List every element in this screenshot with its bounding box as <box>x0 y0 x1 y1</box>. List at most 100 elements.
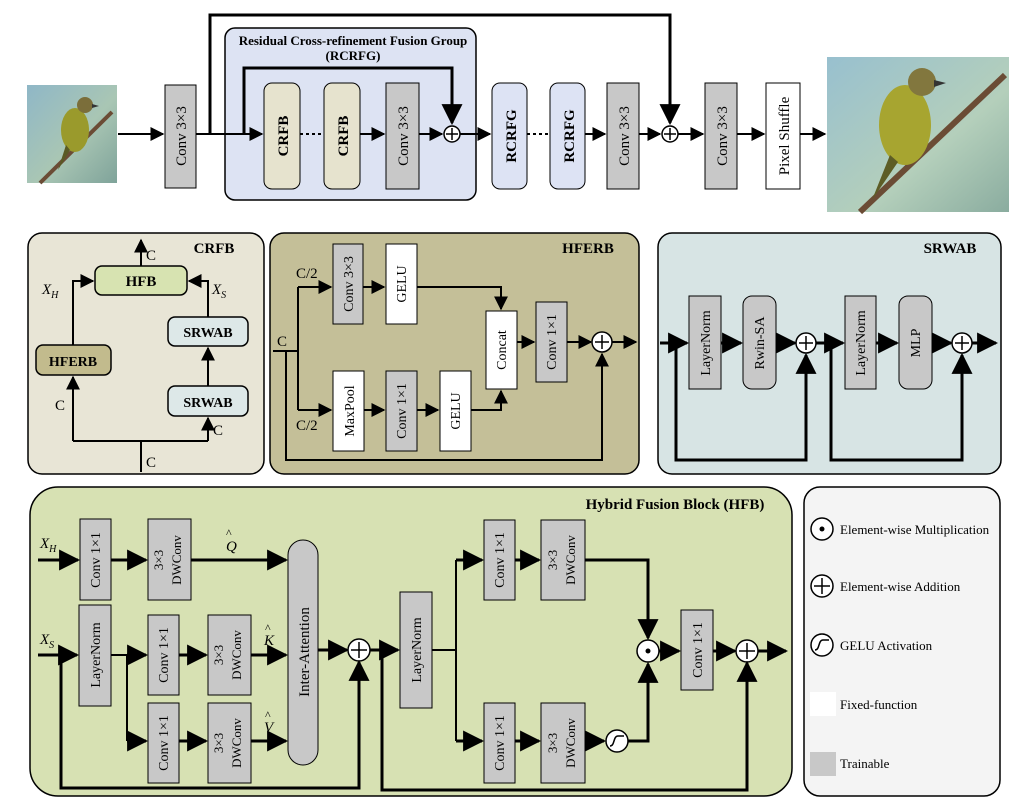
hferb-concat-label: Concat <box>495 330 510 370</box>
legend-trainable-swatch <box>810 752 836 776</box>
hferb-c-label: C <box>277 334 287 350</box>
hferb-gelu-top <box>385 243 418 325</box>
hfb-inter-attention-label: Inter-Attention <box>297 607 313 697</box>
hferb-gelu-bottom <box>439 370 472 452</box>
hfb-v-label: V <box>264 720 275 736</box>
hferb-conv3x3-label: Conv 3×3 <box>342 256 357 312</box>
hferb-title: HFERB <box>562 241 614 257</box>
hfb-dwconv-q-bottom: DWConv <box>169 535 184 585</box>
crfb-xh-label: XH <box>41 282 59 301</box>
crfb-c-right: C <box>213 423 223 439</box>
hferb-conv3x3 <box>332 243 364 325</box>
top-conv3x3-3 <box>704 82 738 190</box>
hfb-add-op-2 <box>735 639 759 663</box>
hfb-ffn-conv1x1-out <box>680 609 714 691</box>
hfb-dwconv-v-top: 3×3 <box>211 733 226 753</box>
srwab-title: SRWAB <box>924 241 977 257</box>
top-conv3x3-1-label: Conv 3×3 <box>174 106 190 166</box>
hfb-conv1x1-k-label: Conv 1×1 <box>157 627 172 683</box>
hfb-ffn-dwconv-bottom-1: 3×3 <box>545 733 560 753</box>
legend-add-label: Element-wise Addition <box>840 579 961 594</box>
top-add-op-1 <box>443 125 461 143</box>
srwab-add-op-2 <box>951 332 973 354</box>
hfb-ffn-dwconv-top-2: DWConv <box>563 535 578 585</box>
hfb-conv1x1-q <box>79 518 112 601</box>
hfb-conv1x1-q-label: Conv 1×1 <box>89 532 104 588</box>
srwab-panel: SRWAB LayerNorm Rwin-SA LayerNorm MLP <box>657 232 1002 475</box>
hferb-half-bottom: C/2 <box>296 418 318 434</box>
top-pixel-shuffle-label: Pixel Shuffle <box>777 96 793 175</box>
srwab-add-op-1 <box>795 332 817 354</box>
crfb-hferb-label: HFERB <box>49 355 97 370</box>
hfb-dwconv-q-top: 3×3 <box>151 550 166 570</box>
top-conv3x3-1 <box>164 84 197 189</box>
hfb-xs-label: XS <box>39 632 54 651</box>
legend-trainable-label: Trainable <box>840 756 890 771</box>
top-rcrfg-1-label: RCRFG <box>504 109 520 163</box>
crfb-c-left: C <box>55 398 65 414</box>
hferb-gelu-top-label: GELU <box>395 265 410 302</box>
crfb-xs-label: XS <box>211 282 226 301</box>
top-crfb-2 <box>323 82 361 190</box>
hfb-q-hat: ^ <box>226 526 232 540</box>
hferb-maxpool <box>332 370 365 452</box>
hfb-ffn-dwconv-top <box>540 519 586 601</box>
legend-panel: Element-wise Multiplication Element-wise… <box>803 486 1001 797</box>
top-conv3x3-2 <box>606 82 640 190</box>
hfb-ffn-dwconv-bottom <box>540 702 586 784</box>
hferb-panel: HFERB C C/2 C/2 Conv 3×3 GELU MaxPool Co… <box>269 232 640 475</box>
hfb-mult-op <box>636 639 660 663</box>
hfb-conv1x1-v-label: Conv 1×1 <box>157 715 172 771</box>
hfb-dwconv-k <box>207 614 252 696</box>
srwab-rwinsa-label: Rwin-SA <box>753 316 768 370</box>
hferb-conv1x1 <box>385 370 418 452</box>
hferb-half-top: C/2 <box>296 266 318 282</box>
hfb-k-hat: ^ <box>265 621 271 635</box>
hfb-ffn-conv1x1-bottom-label: Conv 1×1 <box>493 715 508 771</box>
legend-gelu-label: GELU Activation <box>840 638 933 653</box>
legend-mult-icon <box>810 517 834 541</box>
crfb-hfb-label: HFB <box>126 274 157 290</box>
hferb-maxpool-label: MaxPool <box>343 385 358 436</box>
rcrfg-group-abbr: (RCRFG) <box>326 48 381 63</box>
hferb-conv1x1-label: Conv 1×1 <box>395 383 410 439</box>
hfb-dwconv-v-bottom: DWConv <box>229 718 244 768</box>
top-rcrfg-2-label: RCRFG <box>562 109 578 163</box>
top-conv3x3-3-label: Conv 3×3 <box>715 106 731 166</box>
hfb-ffn-conv1x1-bottom <box>483 702 516 784</box>
hfb-panel: Hybrid Fusion Block (HFB) XH Conv 1×1 3×… <box>29 486 793 797</box>
crfb-c-in: C <box>146 455 156 471</box>
top-rcrfg-2 <box>549 82 586 190</box>
hfb-k-label: K <box>263 633 275 649</box>
srwab-layernorm-1-label: LayerNorm <box>699 310 714 375</box>
hfb-xh-label: XH <box>39 536 57 555</box>
hfb-ffn-dwconv-top-1: 3×3 <box>545 550 560 570</box>
hfb-dwconv-k-top: 3×3 <box>211 645 226 665</box>
srwab-mlp-label: MLP <box>909 328 924 357</box>
crfb-panel: CRFB HFB C HFERB XH SRWAB XS SRWAB C C C <box>27 232 265 475</box>
hfb-ffn-conv1x1-top-label: Conv 1×1 <box>493 532 508 588</box>
top-crfb-2-label: CRFB <box>336 116 352 157</box>
hfb-v-hat: ^ <box>265 708 271 722</box>
crfb-title: CRFB <box>194 241 235 257</box>
hfb-dwconv-q <box>147 518 192 601</box>
hfb-dwconv-k-bottom: DWConv <box>229 630 244 680</box>
legend-mult-label: Element-wise Multiplication <box>840 522 990 537</box>
legend-add-icon <box>810 574 834 598</box>
top-pipeline: Residual Cross-refinement Fusion Group (… <box>27 13 1009 215</box>
hfb-layernorm-2 <box>399 591 433 709</box>
hfb-layernorm-1 <box>78 604 112 707</box>
hfb-dwconv-v <box>207 702 252 784</box>
legend-fixed-label: Fixed-function <box>840 697 918 712</box>
top-conv3x3-group <box>385 82 420 190</box>
rcrfg-group-title: Residual Cross-refinement Fusion Group <box>239 33 468 48</box>
hfb-conv1x1-k <box>147 614 180 696</box>
hfb-gelu-op <box>605 729 629 753</box>
top-rcrfg-1 <box>491 82 528 190</box>
hferb-concat <box>485 310 518 390</box>
top-conv3x3-2-label: Conv 3×3 <box>617 106 633 166</box>
legend-fixed-swatch <box>810 692 836 716</box>
hferb-gelu-bottom-label: GELU <box>449 392 464 429</box>
hfb-inter-attention <box>287 539 319 766</box>
